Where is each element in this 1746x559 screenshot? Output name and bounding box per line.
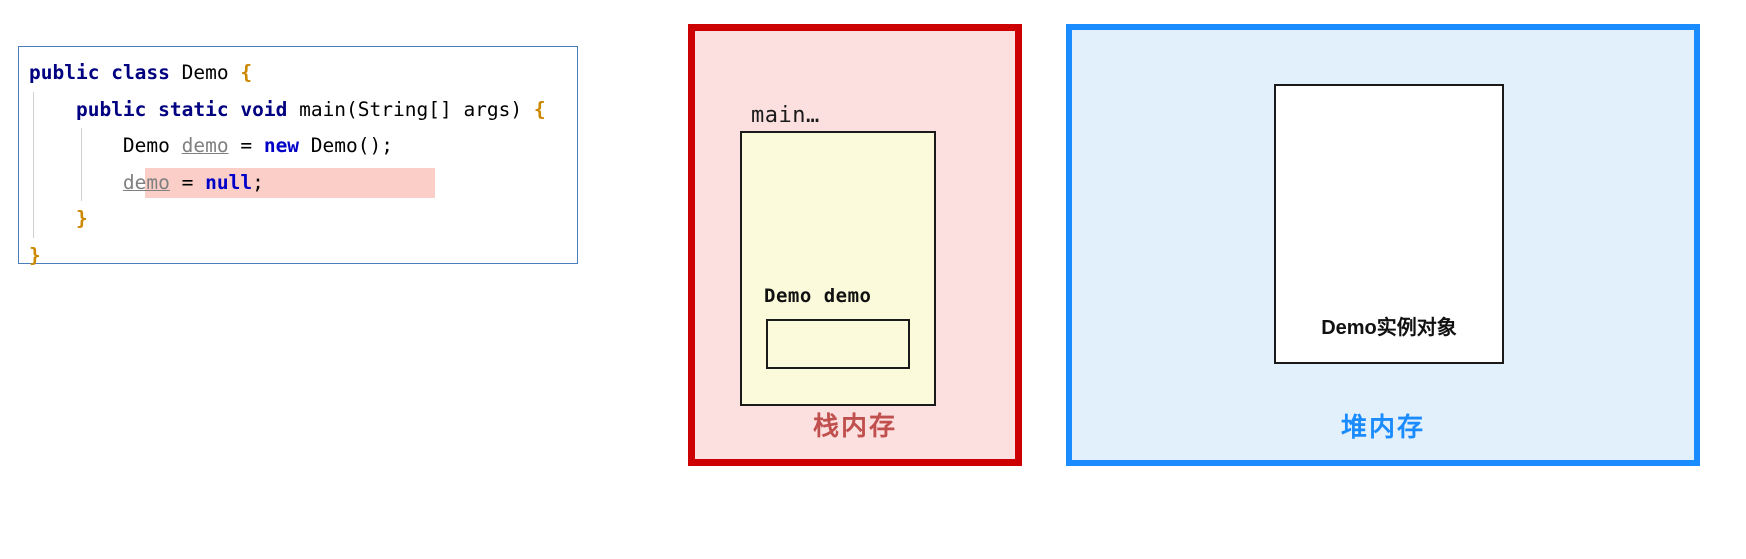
code-snippet-panel: public class Demo { public static void m…	[18, 46, 578, 267]
code-token: =	[228, 134, 264, 157]
stack-variable-slot	[766, 319, 910, 369]
code-line: }	[29, 238, 577, 275]
indent-guide	[33, 128, 34, 165]
indent-guide	[81, 128, 82, 165]
stack-memory-panel: main… Demo demo 栈内存	[688, 24, 1022, 466]
code-token: public	[29, 61, 100, 84]
code-line-text: }	[29, 244, 41, 267]
stack-variable-label: Demo demo	[764, 285, 872, 307]
code-line-text: public static void main(String[] args) {	[29, 98, 546, 121]
code-token: }	[29, 243, 41, 267]
indent-guide	[33, 91, 34, 128]
code-token: static	[158, 97, 229, 121]
code-indent	[29, 134, 123, 157]
indent-guide	[81, 164, 82, 201]
code-token: void	[240, 97, 288, 121]
indent-guide	[33, 164, 34, 201]
code-line: demo = null;	[29, 164, 577, 201]
code-line: Demo demo = new Demo();	[29, 128, 577, 165]
code-token: Demo	[122, 134, 182, 157]
code-indent	[29, 98, 76, 121]
code-line: public static void main(String[] args) {	[29, 91, 577, 128]
heap-memory-caption: 堆内存	[1340, 412, 1425, 442]
heap-object-box: Demo实例对象	[1274, 84, 1504, 364]
code-token: {	[240, 61, 253, 84]
code-token: public	[75, 97, 147, 121]
indent-guide	[33, 201, 34, 238]
code-token: {	[533, 97, 546, 121]
code-line-highlight	[145, 167, 435, 198]
code-token: demo	[181, 134, 229, 157]
stack-frame-box: Demo demo	[740, 131, 936, 406]
code-indent	[29, 171, 123, 194]
code-token	[99, 61, 111, 84]
stack-frame-label: main…	[751, 103, 820, 128]
code-token: Demo	[169, 61, 241, 84]
code-indent	[29, 207, 76, 230]
code-token: null	[205, 170, 253, 194]
code-token: }	[75, 207, 88, 230]
code-line-text: demo = null;	[29, 171, 264, 194]
code-token: =	[169, 170, 206, 194]
code-token: Demo();	[299, 134, 393, 157]
code-line-text: Demo demo = new Demo();	[29, 134, 393, 157]
code-line: }	[29, 201, 577, 238]
code-line-text: public class Demo {	[29, 61, 252, 84]
code-token: new	[263, 134, 300, 157]
code-line-text: }	[29, 207, 88, 230]
code-token: demo	[122, 170, 170, 194]
code-token: main(String[] args)	[287, 97, 534, 121]
code-token	[146, 98, 158, 121]
heap-object-label: Demo实例对象	[1321, 317, 1457, 339]
code-line: public class Demo {	[29, 55, 577, 92]
heap-memory-panel: Demo实例对象 堆内存	[1066, 24, 1700, 466]
code-token: ;	[252, 170, 264, 194]
code-listing: public class Demo { public static void m…	[19, 47, 577, 274]
stack-memory-caption: 栈内存	[812, 411, 897, 441]
code-token: class	[111, 61, 170, 84]
code-token	[229, 98, 241, 121]
